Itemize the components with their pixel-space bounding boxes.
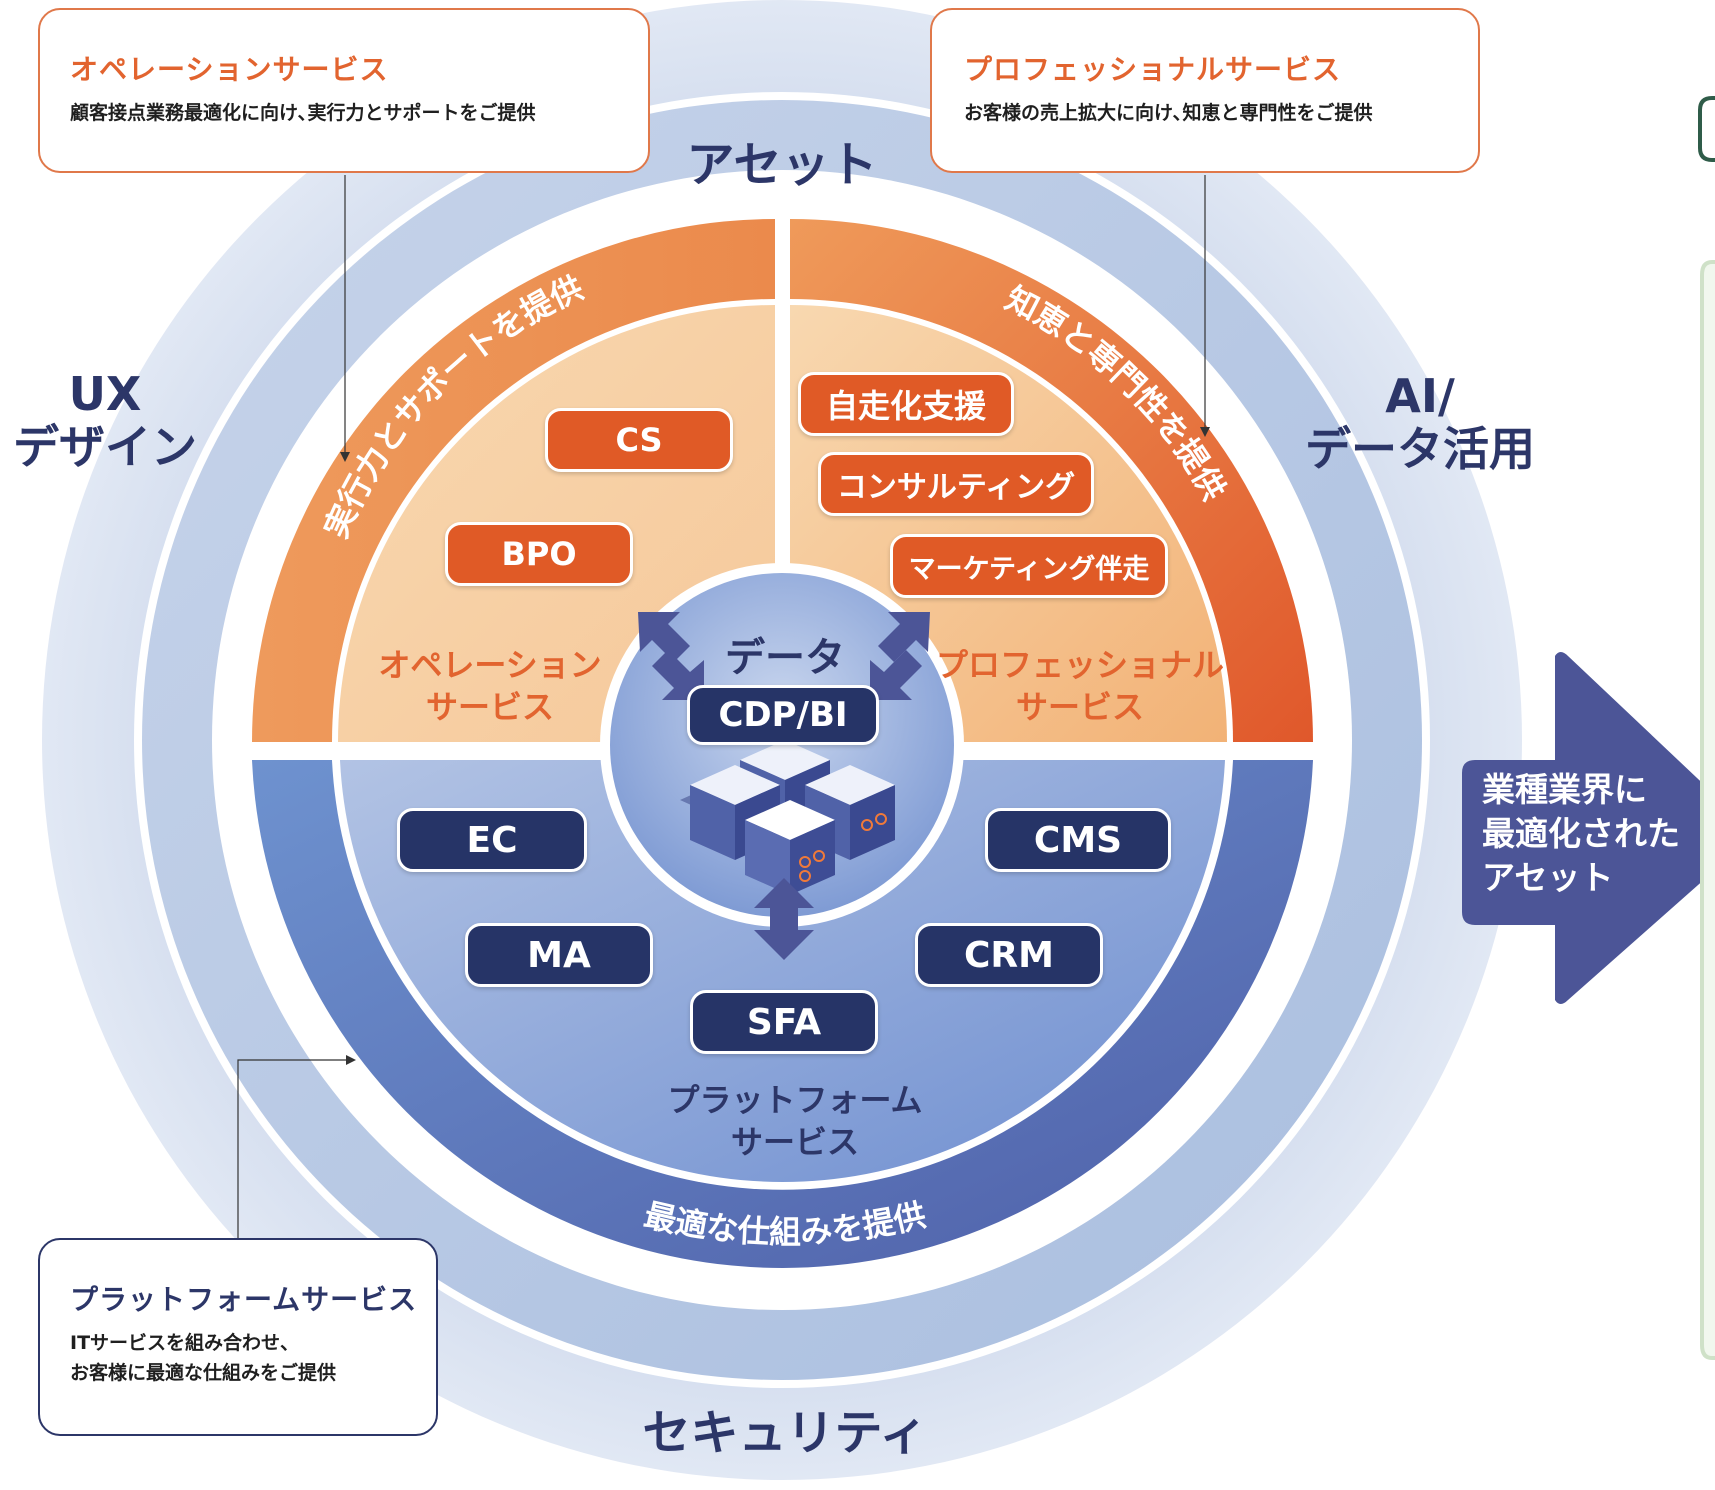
professional-callout-desc: お客様の売上拡大に向け､知恵と専門性をご提供 bbox=[964, 102, 1373, 124]
operation-callout-title: オペレーションサービス bbox=[70, 53, 389, 86]
pill-ec: EC bbox=[397, 808, 587, 872]
pill-cms: CMS bbox=[985, 808, 1171, 872]
professional-callout: プロフェッショナルサービス お客様の売上拡大に向け､知恵と専門性をご提供 bbox=[930, 8, 1480, 173]
operation-callout: オペレーションサービス 顧客接点業務最適化に向け､実行力とサポートをご提供 bbox=[38, 8, 650, 173]
platform-callout: プラットフォームサービス ITサービスを組み合わせ、 お客様に最適な仕組みをご提… bbox=[38, 1238, 438, 1436]
ring-label-bottom: セキュリティ bbox=[642, 1405, 928, 1461]
pill-ma: MA bbox=[465, 923, 653, 987]
pill-consulting: コンサルティング bbox=[818, 452, 1094, 516]
vertical-arrow-icon bbox=[754, 878, 814, 960]
server-icon bbox=[680, 740, 895, 895]
ring-label-right: AI/ データ活用 bbox=[1305, 369, 1535, 476]
pill-bpo: BPO bbox=[445, 522, 633, 586]
platform-segment-label: プラットフォーム サービス bbox=[667, 1081, 923, 1161]
pill-marketing: マーケティング伴走 bbox=[890, 534, 1168, 598]
cdp-bi-badge: CDP/BI bbox=[687, 685, 879, 745]
pill-cs: CS bbox=[545, 408, 733, 472]
pill-self-running-support: 自走化支援 bbox=[798, 372, 1014, 436]
professional-callout-title: プロフェッショナルサービス bbox=[964, 53, 1342, 86]
professional-segment-label: プロフェッショナル サービス bbox=[935, 646, 1224, 726]
ring-label-left: UX デザイン bbox=[13, 367, 197, 474]
pill-sfa: SFA bbox=[690, 990, 878, 1054]
right-arrow bbox=[1462, 652, 1715, 1004]
ring-label-top: アセット bbox=[686, 137, 878, 193]
panel-edge bbox=[1700, 260, 1715, 1360]
diagonal-arrow-right-icon bbox=[870, 612, 930, 700]
right-arrow-text: 業種業界に 最適化された アセット bbox=[1482, 770, 1680, 897]
operation-segment-label: オペレーション サービス bbox=[378, 646, 602, 726]
diagonal-arrow-left-icon bbox=[638, 612, 704, 700]
data-core-title: データ bbox=[725, 635, 845, 681]
platform-callout-title: プラットフォームサービス bbox=[70, 1283, 418, 1316]
operation-callout-desc: 顧客接点業務最適化に向け､実行力とサポートをご提供 bbox=[70, 102, 536, 124]
pill-crm: CRM bbox=[915, 923, 1103, 987]
platform-callout-desc: ITサービスを組み合わせ、 お客様に最適な仕組みをご提供 bbox=[70, 1332, 337, 1384]
panel-edge-top bbox=[1698, 96, 1715, 162]
